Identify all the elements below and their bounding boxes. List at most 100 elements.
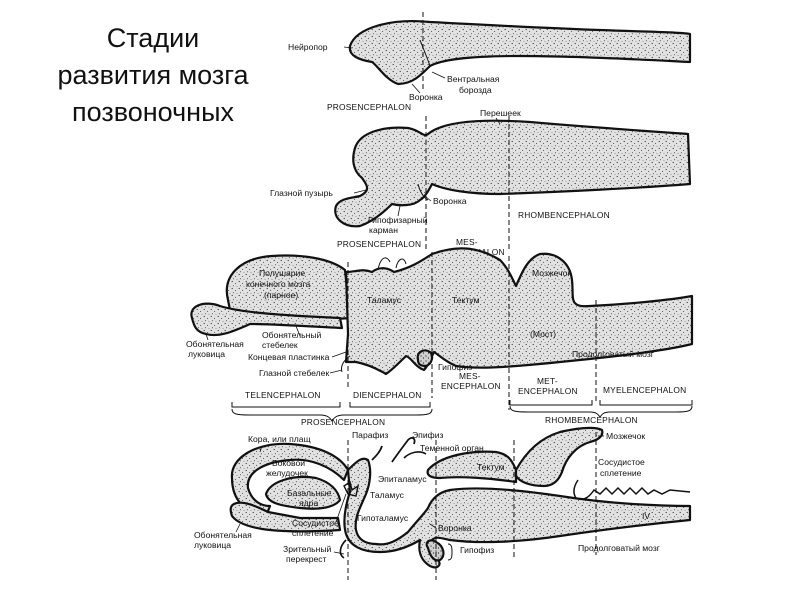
epithalamus-bumps [377,257,407,271]
ventricle-iv-label: IV [642,511,650,521]
metencephalon-label-a: MET- [537,376,558,386]
stage-4-adult-brain: Кора, или плащ Боковой желудочек Базальн… [194,426,692,580]
basal-nuclei [264,475,342,510]
paraphysis-label: Парафиз [352,430,388,440]
infundibulum-label-4: Воронка [438,523,472,533]
optic-vesicle-label: Глазной пузырь [270,188,333,198]
cortex-pallium [230,442,350,518]
mesencephalon-label-3b: ENCEPHALON [441,381,501,391]
parietal-organ-label: Теменной орган [420,443,484,453]
ventral-groove-line [419,39,431,67]
choroid-plexus-right [573,479,691,501]
optic-stalk-3 [341,355,351,373]
hypophysis-4 [425,539,445,562]
stage-1-neural-tube: Нейропор Вентральная борозда Воронка PRO… [288,12,692,112]
stage-3-five-vesicles: Полушарие конечного мозга (парное) Талам… [186,247,694,427]
hypophysis-3 [416,349,434,368]
basal-nuclei-label-1: Базальные [287,488,331,498]
brace-diencephalon [349,402,431,408]
cerebellum-label-3: Мозжечок [532,268,571,278]
stage-2-outline [334,119,692,228]
myelencephalon-label: MYELENCEPHALON [603,385,686,395]
lamina-terminalis-leader [331,351,347,358]
lateral-ventricle-label-2: желудочек [266,468,308,478]
infundibulum-label-1: Воронка [409,92,443,102]
cortex-label: Кора, или плащ [248,434,311,444]
olfactory-stalk-label-1: Обонятельный [262,330,322,340]
mesencephalon-label-2a: MES- [456,237,478,247]
olfactory-stalk-label-2: стебелек [262,340,298,350]
hemisphere-label-2: конечного мозга [246,279,310,289]
optic-chiasm-label-1: Зрительный [283,544,332,554]
brace-telencephalon [231,402,341,408]
hypophysis-label-3: Гипофиз [438,362,472,372]
title-line-1: Стадии [106,23,200,53]
hypothalamus-label: Гипоталамус [357,513,409,523]
hemisphere-label-1: Полушарие [259,268,305,278]
olfactory-bulb-label-3a: Обонятельная [186,339,244,349]
mesencephalon-label-3a: MES- [459,371,481,381]
isthmus-label: Перешеек [480,108,521,118]
brace-myelencephalon [599,400,693,406]
olfactory-bulb-label-4a: Обонятельная [194,530,252,540]
hypophyseal-pouch-label-2: карман [369,225,398,235]
title-line-3: позвоночных [72,97,234,127]
slide-title: Стадии развития мозга позвоночных [18,20,288,131]
epithalamus-label: Эпиталамус [378,474,427,484]
olfactory-bulb-4 [229,501,342,533]
lateral-ventricle-label-1: Боковой [272,458,305,468]
pons-label: (Мост) [530,329,556,339]
olfactory-stalk-leader [295,325,301,337]
hemisphere-label-3: (парное) [264,290,298,300]
stage-2-three-vesicles: Перешеек Глазной пузырь Воронка Гипофиза… [270,108,692,257]
choroid-plexus-right-label-1: Сосудистое [598,457,645,467]
medulla-label-3: Продолговатый мозг [572,349,654,359]
infundibulum-leader-2 [425,196,432,202]
olfactory-bulb-leader-4 [235,523,241,533]
diencephalon-label: DIENCEPHALON [353,390,421,400]
olfactory-bulb-label-3b: луковица [188,349,225,359]
hypophyseal-pouch-leader [397,205,401,217]
infundibulum-label-2: Воронка [433,196,467,206]
neuropore-leader [343,46,353,49]
choroid-plexus-label-2: сплетение [292,528,334,538]
medulla-label-4: Продолговатый мозг [578,543,660,553]
prosencephalon-label-2: PROSENCEPHALON [337,239,421,249]
rhombencephalon-label-3: RHOMBEMCEPHALON [545,415,638,425]
olfactory-bulb-leader-3 [205,333,209,341]
tectum-label-4: Тектум [477,462,505,472]
title-line-2: развития мозга [57,60,249,90]
thalamus-label-3: Таламус [367,295,402,305]
brace-prosencephalon [231,408,433,422]
hypophysis-label-4: Гипофиз [460,545,494,555]
brace-rhombencephalon [509,405,693,418]
lamina-terminalis-label: Концевая пластинка [248,352,330,362]
neuropore-label: Нейропор [288,42,328,52]
tectum-label-3: Тектум [452,295,480,305]
parietal-organ [403,451,427,459]
thalamus-label-4: Таламус [370,490,405,500]
optic-chiasm [339,539,347,559]
epiphysis-stalk [371,437,416,463]
optic-chiasm-label-2: перекрест [286,554,327,564]
optic-vesicle-leader [353,189,367,194]
ventral-groove-label-2: борозда [459,85,492,95]
ventral-groove-leader [431,71,446,79]
cerebellum-label-4: Мозжечок [606,431,645,441]
choroid-plexus-right-label-2: сплетение [600,468,642,478]
stage-1-outline [348,20,692,86]
hypophysis-brace-4 [447,543,453,561]
prosencephalon-label-3: PROSENCEPHALON [301,417,385,427]
olfactory-bulb-label-4b: луковица [194,540,231,550]
brace-metencephalon [509,400,593,406]
rhombencephalon-label-2: RHOMBENCEPHALON [518,210,610,220]
cerebellum-4 [514,426,604,488]
choroid-plexus-leader [335,493,347,523]
infundibulum-fold [417,183,429,201]
hypophyseal-pouch-label-1: Гипофизарный [368,215,428,225]
choroid-plexus-label-1: Сосудистое [292,518,339,528]
telencephalon-label: TELENCEPHALON [245,390,321,400]
optic-chiasm-leader [333,551,345,555]
isthmus-leader [495,117,501,125]
